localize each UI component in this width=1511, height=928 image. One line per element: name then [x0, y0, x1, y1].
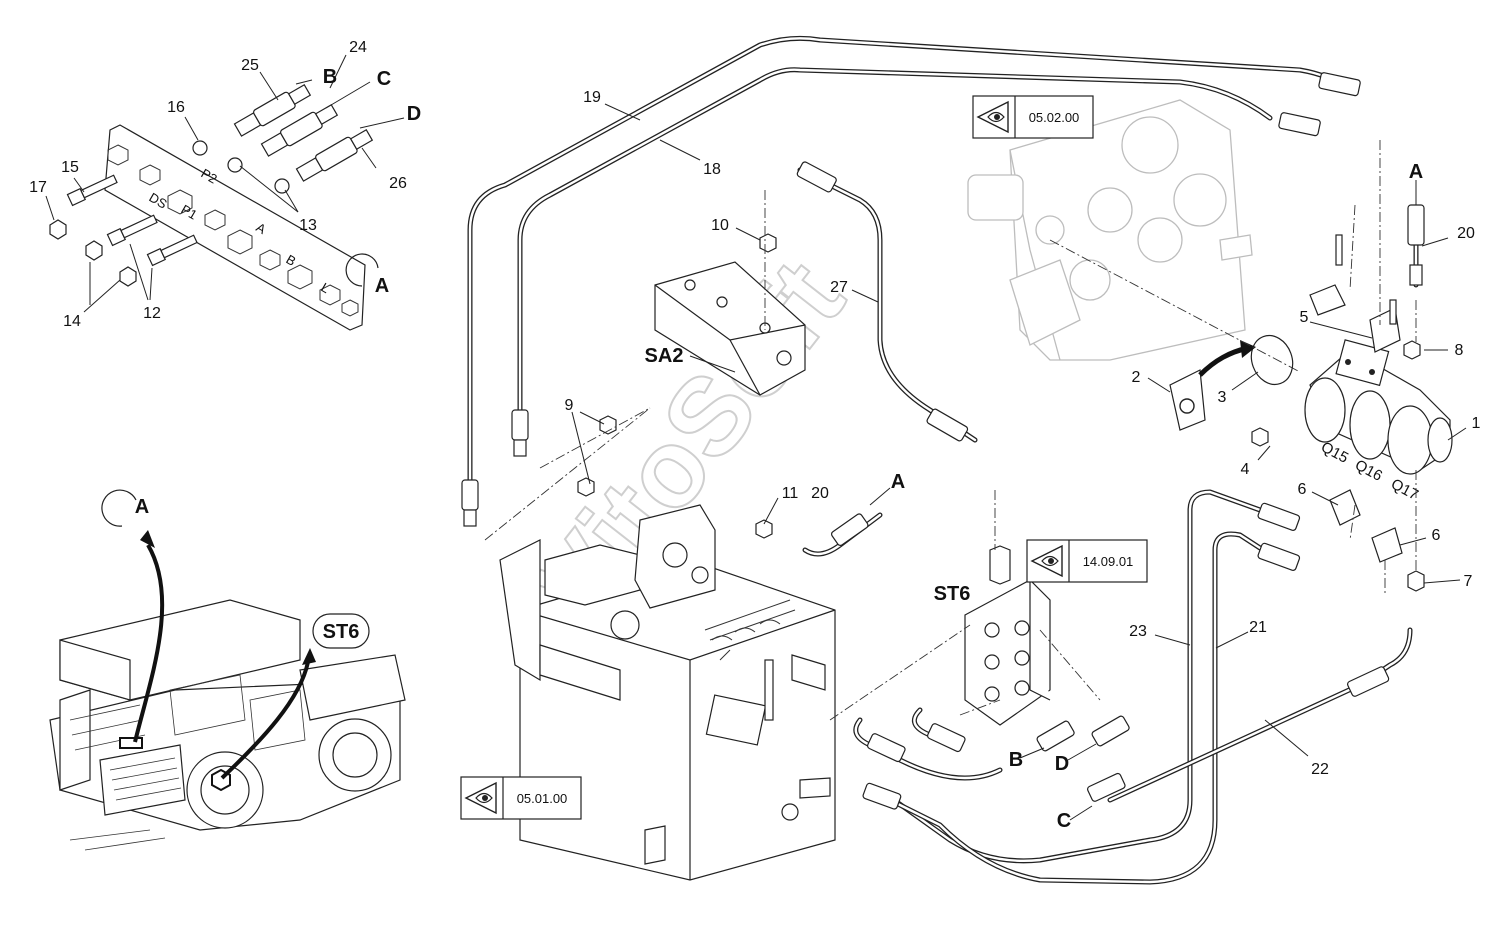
callout-8: 8 — [1455, 342, 1464, 359]
callout-leaders — [571, 103, 1467, 821]
letter-B-top: B — [323, 66, 337, 88]
hydraulic-pump — [1304, 339, 1453, 475]
callout-23: 23 — [1129, 623, 1147, 640]
letter-A-machine: A — [135, 496, 149, 518]
label-ST6: ST6 — [934, 583, 971, 605]
eye-icon — [976, 100, 1009, 134]
letter-D: D — [1055, 753, 1069, 775]
letter-D-top: D — [407, 103, 421, 125]
eye-icon — [1030, 544, 1063, 578]
reference-box-tank[interactable]: 05.01.00 — [460, 776, 582, 820]
pump-label-Q15: Q15 — [1318, 439, 1351, 467]
letter-A-pump: A — [1409, 161, 1423, 183]
valve-block-SA2 — [654, 261, 806, 396]
o-ring — [1250, 334, 1294, 386]
coupling — [1169, 369, 1206, 431]
label-SA2: SA2 — [645, 345, 684, 367]
center-lines — [484, 140, 1417, 721]
callout-5: 5 — [1300, 309, 1309, 326]
callout-7: 7 — [1464, 573, 1473, 590]
hose-lines — [467, 35, 1419, 885]
letter-C: C — [1057, 810, 1071, 832]
letter-C-top: C — [377, 68, 391, 90]
eye-icon — [464, 781, 497, 815]
gearbox-housing — [967, 99, 1253, 361]
callout-9: 9 — [565, 397, 574, 414]
reference-box-manifold[interactable]: 14.09.01 — [1026, 539, 1148, 583]
pump-label-Q16: Q16 — [1352, 457, 1385, 485]
letter-A-top-left: A — [375, 275, 389, 297]
letter-A-center: A — [891, 471, 905, 493]
label-ST6-machine: ST6 — [323, 621, 360, 643]
callout-25: 25 — [241, 57, 259, 74]
callout-1: 1 — [1472, 415, 1481, 432]
callout-26: 26 — [389, 175, 407, 192]
callout-6-upper: 6 — [1298, 481, 1307, 498]
callout-24: 24 — [349, 39, 367, 56]
ref-gearbox-label: 05.02.00 — [1029, 110, 1080, 125]
callout-16: 16 — [167, 99, 185, 116]
callout-13: 13 — [299, 217, 317, 234]
callout-11: 11 — [782, 485, 799, 502]
callout-17: 17 — [29, 179, 47, 196]
callout-10: 10 — [711, 217, 729, 234]
callout-4: 4 — [1241, 461, 1250, 478]
arrow-to-A — [133, 543, 165, 743]
svg-text:P2: P2 — [199, 166, 220, 187]
callout-14: 14 — [63, 313, 81, 330]
callout-6-lower: 6 — [1432, 527, 1441, 544]
callout-27: 27 — [830, 279, 848, 296]
callout-15: 15 — [61, 159, 79, 176]
ref-tank-label: 05.01.00 — [517, 791, 568, 806]
callout-19: 19 — [583, 89, 601, 106]
reference-box-gearbox[interactable]: 05.02.00 — [972, 95, 1094, 139]
hose-end-fittings — [461, 72, 1425, 810]
callout-2: 2 — [1132, 369, 1141, 386]
callout-20-mid: 20 — [811, 485, 829, 502]
hydraulic-tank — [499, 504, 836, 881]
arrow-to-ST6 — [220, 661, 310, 780]
svg-text:P1: P1 — [179, 202, 200, 223]
callout-3: 3 — [1218, 389, 1227, 406]
hose-fittings-top-left — [45, 54, 405, 313]
callout-12: 12 — [143, 305, 161, 322]
callout-22: 22 — [1311, 761, 1329, 778]
valve-plate-exploded: P2 P1 DS A B L — [104, 124, 366, 331]
callout-21: 21 — [1249, 619, 1267, 636]
paver-machine-illustration — [49, 599, 406, 851]
ref-manifold-label: 14.09.01 — [1083, 554, 1134, 569]
letter-B: B — [1009, 749, 1023, 771]
callout-20-right: 20 — [1457, 225, 1475, 242]
callout-18: 18 — [703, 161, 721, 178]
manifold-block-ST6 — [964, 545, 1051, 726]
